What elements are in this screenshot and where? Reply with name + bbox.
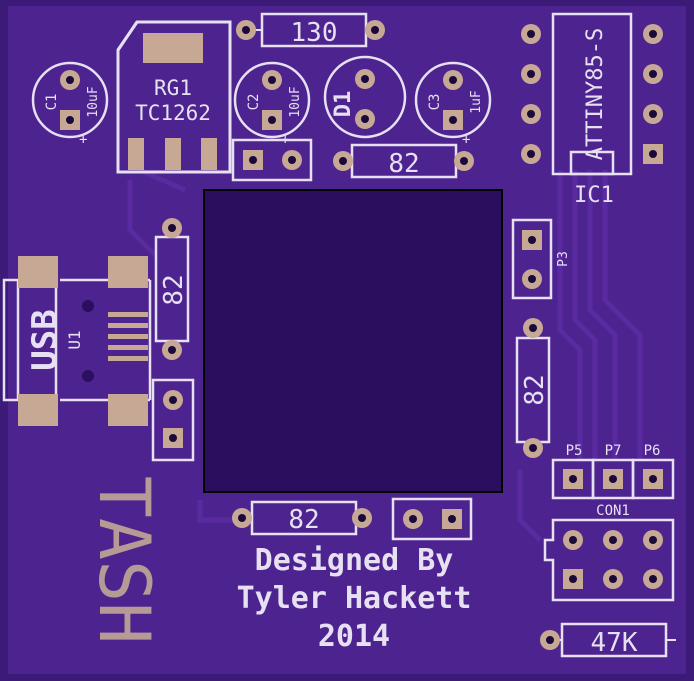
r130-value: 130 xyxy=(291,18,338,48)
rg1-pin-pad xyxy=(201,138,217,170)
header-2pin-top xyxy=(231,138,313,182)
p7-name: P7 xyxy=(605,443,622,459)
resistor-47k: 47K xyxy=(540,622,676,658)
mcu-body xyxy=(203,189,503,493)
p6-name: P6 xyxy=(644,443,661,459)
c2-name: C2 xyxy=(246,94,262,111)
brand-logo: TASH xyxy=(83,476,165,645)
header-con1: CON1 xyxy=(543,503,675,602)
capacitor-c1: C1 10uF + xyxy=(31,61,109,148)
traces xyxy=(127,167,643,542)
ic1-attiny85: ATTINY85-S IC1 xyxy=(521,12,663,208)
r82right-value: 82 xyxy=(520,374,550,405)
con1-name: CON1 xyxy=(596,503,630,519)
ic1-name: IC1 xyxy=(574,183,614,208)
c3-plus: + xyxy=(462,132,470,148)
usb-signal-pad xyxy=(108,323,148,328)
c2-value: 10uF xyxy=(288,86,303,117)
credit-line-2: Tyler Hackett xyxy=(237,581,472,616)
resistor-82-left: 82 xyxy=(154,218,190,360)
usb-signal-pad xyxy=(108,312,148,317)
usb-shield-pad xyxy=(18,394,58,426)
c1-value: 10uF xyxy=(86,86,101,117)
resistor-82-right: 82 xyxy=(515,318,551,458)
rg1-tab-pad xyxy=(143,33,203,63)
usb-signal-pad xyxy=(108,356,148,361)
r82left-value: 82 xyxy=(159,274,189,305)
usb-shield-pad xyxy=(18,256,58,288)
header-p3: P3 xyxy=(511,218,571,300)
capacitor-c3: C3 1uF + xyxy=(414,61,492,148)
header-2pin-bottom xyxy=(391,497,473,541)
r82bottom-value: 82 xyxy=(288,505,319,535)
d1-name: D1 xyxy=(331,91,356,118)
c1-plus: + xyxy=(79,132,87,148)
r47k-value: 47K xyxy=(591,628,638,658)
resistor-130: 130 xyxy=(236,12,385,48)
rg1-value: TC1262 xyxy=(135,101,211,125)
p3-name: P3 xyxy=(556,251,571,267)
header-2pin-left xyxy=(151,378,195,462)
rg1-regulator: RG1 TC1262 xyxy=(116,20,232,174)
r82mid-value: 82 xyxy=(388,149,419,179)
usb-signal-pad xyxy=(108,334,148,339)
header-p5-p7-p6: P5 P7 P6 xyxy=(551,443,675,500)
rg1-name: RG1 xyxy=(154,76,192,100)
credit-line-1: Designed By xyxy=(255,543,454,578)
p5-name: P5 xyxy=(566,443,583,459)
usb-label: USB xyxy=(25,309,65,370)
c1-name: C1 xyxy=(44,94,60,111)
usb-signal-pad xyxy=(108,345,148,350)
c3-name: C3 xyxy=(427,94,443,111)
usb-shield-pad xyxy=(108,256,148,288)
c3-value: 1uF xyxy=(469,90,484,114)
rg1-pin-pad xyxy=(128,138,144,170)
resistor-82-bottom: 82 xyxy=(232,500,372,536)
usb-connector-u1: USB U1 xyxy=(2,256,152,426)
diode-d1: D1 xyxy=(323,55,407,139)
credit-line-3: 2014 xyxy=(318,619,390,654)
resistor-82-mid: 82 xyxy=(333,143,474,179)
usb-shield-pad xyxy=(108,394,148,426)
capacitor-c2: C2 10uF + xyxy=(233,61,311,148)
rg1-pin-pad xyxy=(165,138,181,170)
ic1-part: ATTINY85-S xyxy=(583,28,608,160)
u1-name: U1 xyxy=(65,330,84,349)
